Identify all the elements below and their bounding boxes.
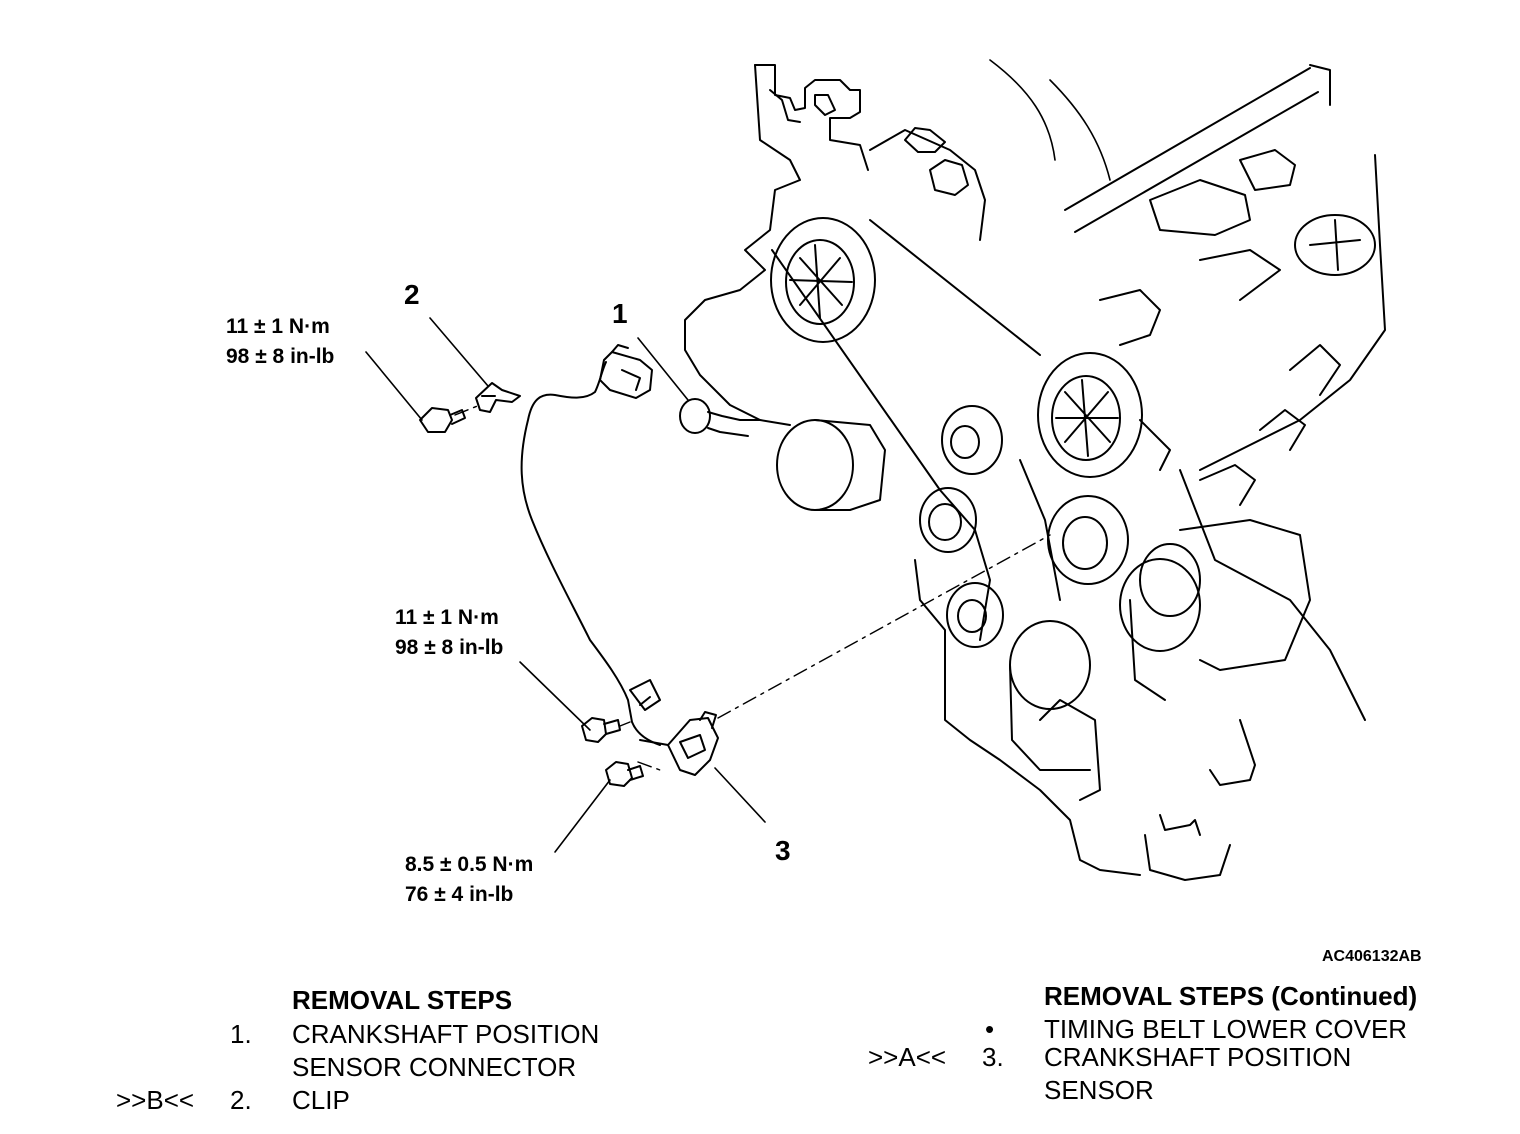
step-marker: >>A<< [868, 1042, 947, 1072]
clip [475, 382, 521, 413]
bolt-clip [419, 407, 466, 433]
callout-1: 1 [612, 298, 628, 329]
steps-heading: REMOVAL STEPS [292, 985, 513, 1015]
cylinder-bank-right [1099, 149, 1376, 506]
mating-connector [679, 398, 761, 437]
step-number: 3. [982, 1042, 1004, 1072]
figure-id: AC406132AB [1322, 948, 1422, 965]
camshaft-sprocket-right [1037, 352, 1143, 478]
alternator-pulley [776, 419, 886, 511]
torque-harness-bolt: 11 ± 1 N·m 98 ± 8 in-lb [395, 603, 503, 663]
engine-block [684, 64, 1386, 881]
sensor-connector [599, 344, 653, 399]
crank-centerline [454, 404, 1051, 771]
step-text: SENSOR [1044, 1075, 1154, 1105]
step-text: CLIP [292, 1085, 350, 1115]
step-text: SENSOR CONNECTOR [292, 1052, 577, 1082]
crankshaft-position-sensor [639, 711, 719, 776]
callout-2: 2 [404, 279, 420, 310]
torque-nm: 11 ± 1 N·m [226, 315, 330, 338]
torque-sensor-bolt: 8.5 ± 0.5 N·m 76 ± 4 in-lb [405, 850, 533, 910]
callout-3: 3 [775, 835, 791, 866]
step-text: CRANKSHAFT POSITION [292, 1019, 600, 1049]
step-number: 1. [230, 1019, 252, 1049]
torque-inlb: 98 ± 8 in-lb [226, 345, 335, 368]
step-text: CRANKSHAFT POSITION [1044, 1042, 1352, 1072]
sensor-harness [520, 361, 661, 746]
top-bracket [754, 59, 1111, 241]
step-text: TIMING BELT LOWER COVER [1044, 1014, 1408, 1044]
step-marker: >>B<< [116, 1085, 195, 1115]
step-bullet: • [985, 1014, 995, 1044]
step-number: 2. [230, 1085, 252, 1115]
torque-clip-bolt: 11 ± 1 N·m 98 ± 8 in-lb [226, 312, 334, 372]
idler-pulleys [919, 405, 1129, 648]
crankshaft-pulley [1119, 519, 1311, 671]
bolt-sensor [605, 761, 644, 787]
torque-nm: 8.5 ± 0.5 N·m [405, 853, 534, 876]
steps-heading: REMOVAL STEPS (Continued) [1044, 981, 1418, 1011]
bolt-harness [581, 717, 621, 743]
leader-lines [365, 317, 766, 853]
camshaft-sprocket-left [770, 217, 876, 343]
lower-pulleys [1009, 599, 1166, 771]
torque-inlb: 98 ± 8 in-lb [395, 636, 504, 659]
torque-nm: 11 ± 1 N·m [395, 606, 499, 629]
engine-diagram [365, 59, 1386, 881]
torque-inlb: 76 ± 4 in-lb [405, 883, 514, 906]
